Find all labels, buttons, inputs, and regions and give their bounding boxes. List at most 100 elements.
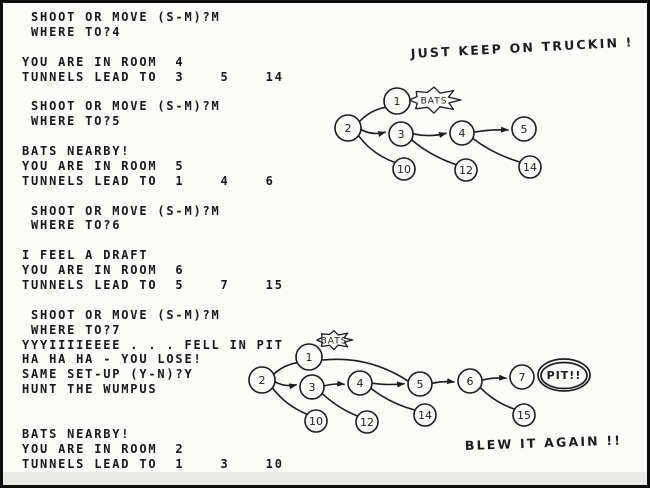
terminal-line: TUNNELS LEAD TO 1 4 6 xyxy=(22,173,275,188)
map-node-label: 14 xyxy=(523,161,537,174)
map-node-label: 10 xyxy=(309,415,323,428)
map-node-label: 4 xyxy=(459,127,466,140)
map-node-circle xyxy=(449,120,475,146)
map-node-label: 2 xyxy=(345,122,352,135)
map-node-circle xyxy=(355,410,379,434)
terminal-line: TUNNELS LEAD TO 3 5 14 xyxy=(22,69,284,84)
map-node-circle xyxy=(299,374,325,400)
map-node-circle xyxy=(295,343,323,371)
terminal-output: SHOOT OR MOVE (S-M)?M WHERE TO?4 YOU ARE… xyxy=(22,10,284,472)
terminal-line: BATS NEARBY! xyxy=(22,144,131,159)
map-node-label: 2 xyxy=(259,374,266,387)
map-edge-3-12 xyxy=(321,392,359,417)
map-node-5: 5 xyxy=(407,371,433,397)
map-edge-2-1 xyxy=(358,106,387,123)
terminal-line: SHOOT OR MOVE (S-M)?M xyxy=(22,203,221,218)
map-node-circle xyxy=(392,157,416,181)
map-node-circle xyxy=(511,116,537,142)
map-node-label: 7 xyxy=(519,371,526,384)
map-node-2: 2 xyxy=(248,366,276,394)
map-node-label: 1 xyxy=(306,351,313,364)
map-node-circle xyxy=(457,368,483,394)
handwritten-note-2: BLEW IT AGAIN !! xyxy=(465,433,623,453)
map-node-4: 4 xyxy=(449,120,475,146)
terminal-line: I FEEL A DRAFT xyxy=(22,248,149,263)
terminal-line: WHERE TO?6 xyxy=(22,218,122,233)
map-node-1: 1 xyxy=(383,87,411,115)
map-edge-1-5 xyxy=(320,358,410,382)
map-edge-4-5 xyxy=(371,381,405,388)
map-edge-6-15 xyxy=(479,386,516,410)
map-edge-3-12 xyxy=(410,139,458,166)
map-edge-2-3 xyxy=(274,381,298,390)
terminal-line: HUNT THE WUMPUS xyxy=(22,382,158,397)
map-node-circle xyxy=(407,371,433,397)
map-node-circle xyxy=(347,370,373,396)
terminal-line: SHOOT OR MOVE (S-M)?M xyxy=(22,307,221,322)
map-node-circle xyxy=(509,364,535,390)
bats-cloud-label: BATS xyxy=(321,337,348,347)
map-node-label: 5 xyxy=(417,378,424,391)
terminal-line: TUNNELS LEAD TO 5 7 15 xyxy=(22,278,284,293)
map-node-label: 15 xyxy=(517,409,531,422)
pit-oval-label: PIT!! xyxy=(547,369,582,382)
map-node-10: 10 xyxy=(304,409,328,433)
map-edge-3-4 xyxy=(412,132,447,138)
terminal-line: BATS NEARBY! xyxy=(22,426,131,441)
terminal-line: YYYIIIIEEEE . . . FELL IN PIT xyxy=(22,337,284,352)
map-node-circle xyxy=(518,155,542,179)
map-node-circle xyxy=(304,409,328,433)
map-node-5: 5 xyxy=(511,116,537,142)
terminal-line: YOU ARE IN ROOM 2 xyxy=(22,441,185,456)
terminal-line: SHOOT OR MOVE (S-M)?M xyxy=(22,99,221,114)
bats-cloud-label: BATS xyxy=(421,97,448,107)
map-node-12: 12 xyxy=(454,158,478,182)
map-edge-4-14 xyxy=(370,387,416,411)
terminal-line: YOU ARE IN ROOM 4 xyxy=(22,54,185,69)
map-node-circle xyxy=(383,87,411,115)
map-node-circle xyxy=(248,366,276,394)
pit-oval-outer xyxy=(537,358,591,392)
map-edge-2-10 xyxy=(357,134,396,164)
terminal-line: SHOOT OR MOVE (S-M)?M xyxy=(22,10,221,24)
map-edge-3-4 xyxy=(323,380,346,387)
map-node-circle xyxy=(454,158,478,182)
map-node-label: 3 xyxy=(398,128,405,141)
map-node-label: 12 xyxy=(360,416,374,429)
map-node-label: 10 xyxy=(397,163,411,176)
handwritten-note-1: JUST KEEP ON TRUCKIN ! xyxy=(409,34,634,61)
map-edge-6-7 xyxy=(481,374,507,381)
map-node-3: 3 xyxy=(388,121,414,147)
map-node-circle xyxy=(334,114,362,142)
scan-artifact-band xyxy=(3,472,647,485)
map-edge-5-6 xyxy=(431,378,455,385)
map-node-label: 5 xyxy=(521,123,528,136)
map-node-4: 4 xyxy=(347,370,373,396)
map-node-label: 3 xyxy=(309,381,316,394)
terminal-line: TUNNELS LEAD TO 1 3 10 xyxy=(22,456,284,471)
terminal-line: WHERE TO?7 xyxy=(22,322,122,337)
map-node-14: 14 xyxy=(518,155,542,179)
map-edge-2-1 xyxy=(272,361,299,376)
terminal-line: HA HA HA - YOU LOSE! xyxy=(22,352,203,367)
map-node-7: 7 xyxy=(509,364,535,390)
map-node-3: 3 xyxy=(299,374,325,400)
map-node-10: 10 xyxy=(392,157,416,181)
map-node-label: 1 xyxy=(394,95,401,108)
map-node-label: 12 xyxy=(459,164,473,177)
map-edge-4-5 xyxy=(473,126,509,133)
pit-oval-inner xyxy=(540,361,588,390)
terminal-line: WHERE TO?5 xyxy=(22,114,122,129)
map-edge-2-3 xyxy=(360,128,387,137)
map-node-label: 14 xyxy=(418,409,432,422)
map-node-circle xyxy=(512,403,536,427)
map-node-12: 12 xyxy=(355,410,379,434)
map-node-label: 4 xyxy=(357,377,364,390)
terminal-line: WHERE TO?4 xyxy=(22,24,122,39)
map-node-1: 1 xyxy=(295,343,323,371)
bats-cloud xyxy=(316,330,354,351)
map-node-circle xyxy=(413,403,437,427)
map-node-14: 14 xyxy=(413,403,437,427)
